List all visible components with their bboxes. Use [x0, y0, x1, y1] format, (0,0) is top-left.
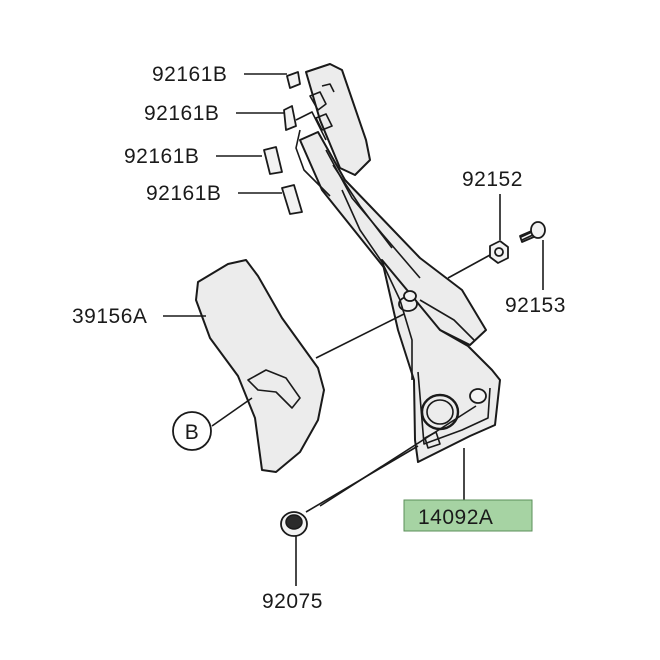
pad-92161b-4	[281, 184, 303, 215]
label-39156a: 39156A	[72, 305, 147, 328]
label-92161b-2: 92161B	[144, 102, 219, 125]
highlight-box	[403, 499, 533, 532]
label-92075: 92075	[262, 590, 323, 613]
cover-39156a	[195, 259, 325, 473]
pad-92161b-2	[283, 105, 297, 131]
leader-lines	[163, 73, 544, 586]
callout-b: B	[172, 411, 212, 451]
pad-92161b-3	[263, 146, 283, 175]
label-92161b-3: 92161B	[124, 145, 199, 168]
callout-b-label: B	[185, 421, 200, 444]
cover-14092a	[295, 63, 501, 463]
bolt-92153	[519, 221, 546, 243]
label-92153: 92153	[505, 294, 566, 317]
label-14092a: 14092A	[418, 506, 493, 529]
pad-92161b-1	[286, 71, 301, 89]
label-92152: 92152	[462, 168, 523, 191]
label-92161b-4: 92161B	[146, 182, 221, 205]
nut-92152	[489, 240, 509, 264]
grommet-92075	[280, 511, 308, 537]
label-92161b-1: 92161B	[152, 63, 227, 86]
